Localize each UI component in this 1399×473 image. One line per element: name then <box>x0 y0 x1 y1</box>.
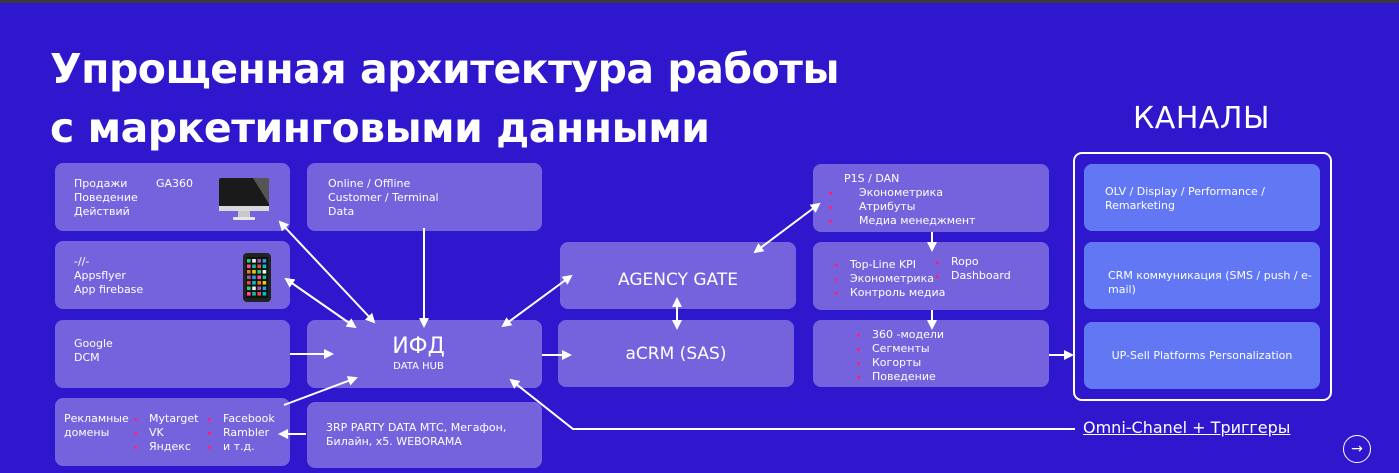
ad-domains-label-2: домены <box>64 426 110 439</box>
kpi-list: Top-Line KPI Эконометрика Контроль медиа <box>833 258 945 300</box>
ad-domain-item: Яндекс <box>132 440 198 454</box>
third-party-line-2: Билайн, х5. WEBORAMA <box>326 435 462 448</box>
source-appsflyer-line-2: Appsflyer <box>74 269 126 282</box>
models-item: Поведение <box>855 370 944 384</box>
arrow-ga360-hub <box>278 220 376 324</box>
models-item: Сегменты <box>855 342 944 356</box>
source-ad-domains: Рекламные домены Mytarget VK Яндекс Face… <box>55 398 290 466</box>
online-offline-line-1: Online / Offline <box>328 177 411 190</box>
p1s-item: Эконометрика <box>827 186 1049 200</box>
models-list: 360 -модели Сегменты Когорты Поведение <box>855 328 944 384</box>
ad-domain-etc: и т.д. <box>206 440 275 454</box>
source-online-offline: Online / Offline Customer / Terminal Dat… <box>307 163 542 231</box>
data-hub-ifd: ИФД DATA HUB <box>307 320 542 388</box>
source-third-party: 3RP PARTY DATA МТС, Мегафон, Билайн, х5.… <box>307 402 542 468</box>
channels-frame <box>1073 152 1332 401</box>
desktop-monitor-icon <box>219 178 269 220</box>
hub-title: ИФД <box>392 334 445 359</box>
channel-olv-line-2: Remarketing <box>1105 199 1175 212</box>
online-offline-line-3: Data <box>328 205 355 218</box>
next-slide-button[interactable]: → <box>1343 435 1371 463</box>
arrow-addomains-hub <box>283 376 358 406</box>
omni-channel-triggers-link[interactable]: Omni-Chanel + Триггеры <box>1083 418 1291 437</box>
online-offline-line-2: Customer / Terminal <box>328 191 439 204</box>
ad-domain-item: Mytarget <box>132 412 198 426</box>
kpi-dashboard: Top-Line KPI Эконометрика Контроль медиа… <box>813 242 1049 310</box>
models-item: Когорты <box>855 356 944 370</box>
channel-crm-line-2: mail) <box>1108 283 1136 296</box>
ad-domains-label-1: Рекламные <box>64 412 129 425</box>
ad-domain-item: Rambler <box>206 426 275 440</box>
dashboard-item: Dashboard <box>934 269 1011 283</box>
ad-domains-list-2: Facebook Rambler и т.д. <box>206 412 275 454</box>
dashboard-list: Ropo Dashboard <box>934 255 1011 283</box>
page-title: Упрощенная архитектура работы с маркетин… <box>50 40 840 158</box>
p1s-list: Эконометрика Атрибуты Медиа менеджмент <box>827 186 1049 228</box>
ad-domain-item: VK <box>132 426 198 440</box>
ad-domain-item: Facebook <box>206 412 275 426</box>
acrm-label: aCRM (SAS) <box>625 344 727 364</box>
source-ga360-line-3: Действий <box>74 205 130 218</box>
title-line-2: с маркетинговыми данными <box>50 104 710 152</box>
channel-olv-display: OLV / Display / Performance / Remarketin… <box>1084 164 1320 231</box>
third-party-line-1: 3RP PARTY DATA МТС, Мегафон, <box>326 421 507 434</box>
source-google-dcm-line-1: Google <box>74 337 113 350</box>
kpi-item: Эконометрика <box>833 272 945 286</box>
kpi-item: Контроль медиа <box>833 286 945 300</box>
source-ga360-line-2: Поведение <box>74 191 138 204</box>
top-window-strip <box>0 0 1399 3</box>
source-appsflyer-line-1: -//- <box>74 255 90 268</box>
source-google-dcm-line-2: DCM <box>74 351 100 364</box>
channel-upsell-line-1: UP-Sell Platforms Personalization <box>1111 349 1293 362</box>
acrm-sas: aCRM (SAS) <box>558 320 794 387</box>
channel-olv-line-1: OLV / Display / Performance / <box>1105 185 1265 198</box>
channel-upsell-platforms: UP-Sell Platforms Personalization <box>1084 322 1320 389</box>
arrow-appsflyer-hub <box>284 277 357 329</box>
source-google-dcm: Google DCM <box>55 320 290 388</box>
p1s-item: Атрибуты <box>827 200 1049 214</box>
p1s-dan: P1S / DAN Эконометрика Атрибуты Медиа ме… <box>813 164 1049 232</box>
models-item: 360 -модели <box>855 328 944 342</box>
title-line-1: Упрощенная архитектура работы <box>50 45 840 93</box>
models-segments: 360 -модели Сегменты Когорты Поведение <box>813 320 1049 387</box>
dashboard-item: Ropo <box>934 255 1011 269</box>
ga360-label: GA360 <box>156 177 194 190</box>
channels-heading: КАНАЛЫ <box>1133 101 1270 136</box>
source-ga360-line-1: Продажи <box>74 177 128 190</box>
source-appsflyer-line-3: App firebase <box>74 283 144 296</box>
ad-domains-list-1: Mytarget VK Яндекс <box>132 412 198 454</box>
channel-crm-communication: CRM коммуникация (SMS / push / e- mail) <box>1084 242 1320 309</box>
arrow-hub-agency <box>501 274 573 328</box>
arrow-agency-p1s <box>753 202 821 254</box>
smartphone-icon <box>243 253 271 302</box>
omni-feedback-line <box>509 378 1075 430</box>
agency-gate-label: AGENCY GATE <box>618 270 738 290</box>
p1s-item: Медиа менеджмент <box>827 214 1049 228</box>
channel-crm-line-1: CRM коммуникация (SMS / push / e- <box>1108 269 1312 282</box>
hub-subtitle: DATA HUB <box>393 361 444 372</box>
p1s-heading: P1S / DAN <box>844 172 900 185</box>
kpi-item: Top-Line KPI <box>833 258 945 272</box>
